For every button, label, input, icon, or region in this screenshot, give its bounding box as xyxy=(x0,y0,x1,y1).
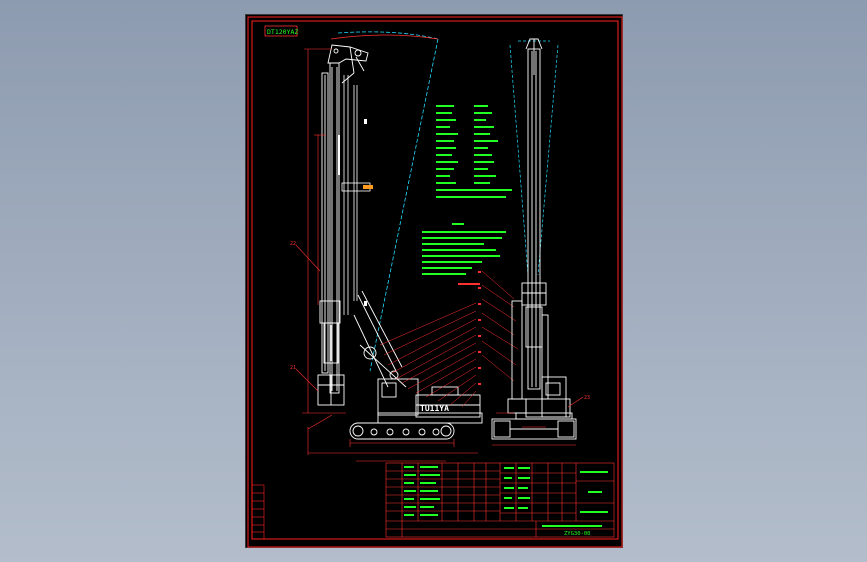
side-upper-body xyxy=(377,378,483,424)
drawing-frame xyxy=(247,16,623,548)
side-drill-bucket xyxy=(317,374,345,406)
front-leader-fan xyxy=(481,270,519,382)
side-kelly-bar xyxy=(341,75,371,315)
front-view: 23 xyxy=(491,38,590,446)
revision-column xyxy=(251,484,265,540)
drawing-canvas: DT120YAZ xyxy=(247,16,623,548)
front-dimensions xyxy=(492,412,576,446)
side-callout-21: 21 xyxy=(290,365,296,371)
title-block-code: ZYG30-00 xyxy=(564,531,591,537)
side-lower-mast xyxy=(319,300,341,364)
front-power-head xyxy=(521,282,547,348)
outer-frame xyxy=(247,16,623,548)
side-power-head-marker xyxy=(363,185,373,189)
side-boom xyxy=(353,290,407,388)
parts-list-table xyxy=(385,462,615,538)
side-crawler-track xyxy=(349,422,455,440)
front-drill-bucket xyxy=(507,398,527,414)
side-view: TU11YA xyxy=(290,31,483,462)
side-cab-label: TU11YA xyxy=(420,404,449,413)
parts-list-text xyxy=(404,466,608,527)
front-body xyxy=(515,376,573,420)
drawing-sheet: DT120YAZ xyxy=(245,14,623,548)
front-callout-23: 23 xyxy=(584,395,590,401)
front-mast xyxy=(525,38,543,390)
side-dimensions xyxy=(302,48,478,462)
drawing-code-box: DT120YAZ xyxy=(264,25,298,37)
front-crawler-track xyxy=(491,418,577,440)
side-callouts: 21 22 xyxy=(290,241,321,392)
spec-table xyxy=(436,105,512,198)
side-mast xyxy=(321,62,340,394)
callout-number-column xyxy=(458,271,481,385)
technical-requirements xyxy=(422,223,506,275)
side-leader-fan xyxy=(379,302,477,408)
inner-frame xyxy=(251,20,619,540)
drawing-code-text: DT120YAZ xyxy=(267,28,298,36)
side-callout-22: 22 xyxy=(290,241,296,247)
front-cylinders xyxy=(511,300,549,400)
boom-arc-guide xyxy=(330,34,439,40)
side-mast-crown xyxy=(327,44,369,84)
front-swing-lines xyxy=(509,40,559,276)
swing-arc-lines xyxy=(337,31,439,372)
side-mast-marks xyxy=(338,119,367,306)
front-callouts: 23 xyxy=(567,395,590,408)
